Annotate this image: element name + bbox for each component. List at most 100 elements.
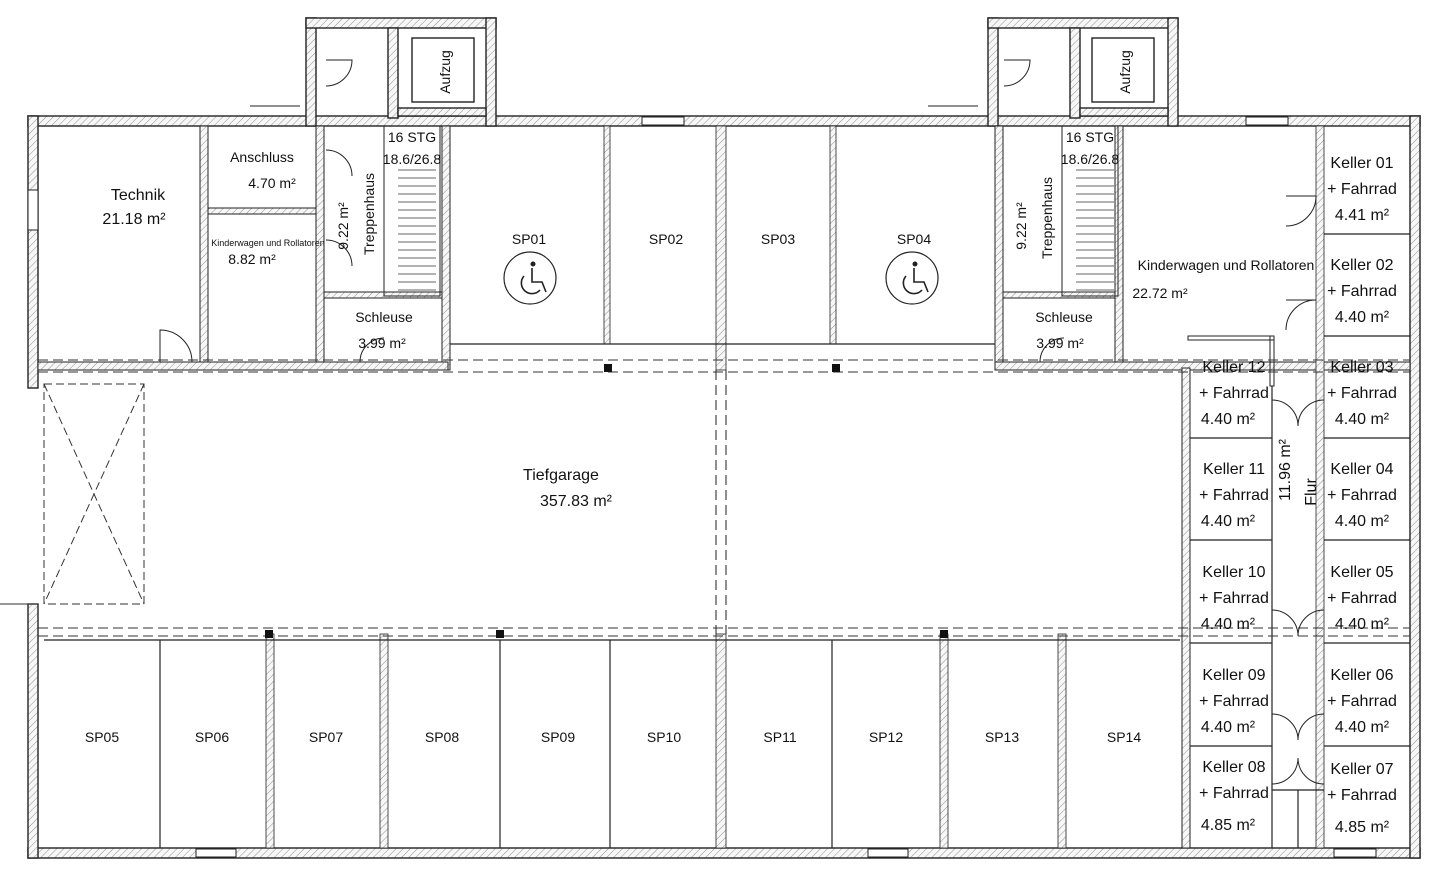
storage-area: 4.40 m²	[1335, 513, 1390, 530]
stair-count: 16 STG	[388, 129, 436, 145]
room-area: 357.83 m²	[540, 493, 613, 510]
room-name: Tiefgarage	[523, 467, 599, 484]
storage-name: Keller 10	[1202, 564, 1265, 581]
storage-name: Keller 06	[1330, 667, 1393, 684]
room-name: Schleuse	[1035, 309, 1093, 325]
room-area: 9.22 m²	[335, 202, 351, 250]
storage-suffix: + Fahrrad	[1327, 283, 1397, 300]
room-anschluss: Anschluss 4.70 m²	[230, 149, 296, 191]
storage-name: Keller 07	[1330, 761, 1393, 778]
parking-space-label: SP03	[761, 231, 795, 247]
storage-area: 4.85 m²	[1335, 819, 1390, 836]
wheelchair-icon	[503, 251, 557, 305]
parking-space-label: SP09	[541, 729, 575, 745]
room-area: 21.18 m²	[102, 211, 166, 228]
storage-suffix: + Fahrrad	[1327, 487, 1397, 504]
storage-name: Keller 12	[1202, 359, 1265, 376]
storage-suffix: + Fahrrad	[1199, 693, 1269, 710]
stair-dimensions: 18.6/26.8	[383, 151, 442, 167]
parking-space-label: SP02	[649, 231, 683, 247]
storage-suffix: + Fahrrad	[1327, 181, 1397, 198]
elevator-right: Aufzug	[1091, 37, 1155, 103]
room-technik: Technik 21.18 m²	[102, 187, 166, 228]
parking-space-label: SP08	[425, 729, 459, 745]
room-treppenhaus-left: Treppenhaus 9.22 m² 16 STG 18.6/26.8	[335, 129, 441, 255]
room-name: Treppenhaus	[1039, 177, 1055, 259]
storage-name: Keller 11	[1203, 461, 1265, 478]
storage-name: Keller 03	[1330, 359, 1393, 376]
storage-area: 4.40 m²	[1335, 719, 1390, 736]
room-area: 3.99 m²	[1036, 335, 1084, 351]
room-kinderwagen-large: Kinderwagen und Rollatoren 22.72 m²	[1132, 257, 1314, 301]
storage-name: Keller 09	[1202, 667, 1265, 684]
room-tiefgarage: Tiefgarage 357.83 m²	[523, 467, 613, 510]
room-flur: Flur 11.96 m²	[1277, 438, 1320, 505]
storage-labels: Keller 01 + Fahrrad 4.41 m² Keller 02 + Fahr…	[1199, 155, 1397, 836]
stairs-right	[1061, 125, 1119, 297]
storage-suffix: + Fahrrad	[1327, 385, 1397, 402]
room-schleuse-right: Schleuse 3.99 m²	[1035, 309, 1093, 351]
parking-space-label: SP07	[309, 729, 343, 745]
room-area: 4.70 m²	[248, 175, 296, 191]
parking-space-label: SP06	[195, 729, 229, 745]
storage-suffix: + Fahrrad	[1199, 785, 1269, 802]
storage-suffix: + Fahrrad	[1327, 787, 1397, 804]
storage-area: 4.40 m²	[1201, 616, 1256, 633]
storage-area: 4.41 m²	[1335, 207, 1390, 224]
storage-area: 4.40 m²	[1201, 411, 1256, 428]
storage-area: 4.85 m²	[1201, 817, 1256, 834]
elevator-label: Aufzug	[437, 50, 453, 94]
storage-area: 4.40 m²	[1335, 616, 1390, 633]
storage-area: 4.40 m²	[1201, 719, 1256, 736]
storage-name: Keller 08	[1202, 759, 1265, 776]
room-area: 22.72 m²	[1132, 285, 1188, 301]
room-area: 9.22 m²	[1013, 202, 1029, 250]
parking-space-label: SP11	[763, 729, 796, 745]
stair-count: 16 STG	[1066, 129, 1114, 145]
column-icon	[265, 364, 948, 638]
elevator-label: Aufzug	[1117, 50, 1133, 94]
ramp-cross-icon	[0, 383, 145, 605]
storage-area: 4.40 m²	[1335, 309, 1390, 326]
parking-space-label: SP12	[869, 729, 903, 745]
room-name: Technik	[111, 187, 166, 204]
storage-area: 4.40 m²	[1201, 513, 1256, 530]
stair-dimensions: 18.6/26.8	[1061, 151, 1120, 167]
room-schleuse-left: Schleuse 3.99 m²	[355, 309, 413, 351]
parking-space-label: SP10	[647, 729, 681, 745]
storage-name: Keller 04	[1330, 461, 1393, 478]
room-name: Kinderwagen und Rollatoren	[211, 238, 325, 248]
stairs-left	[383, 125, 441, 297]
storage-suffix: + Fahrrad	[1199, 385, 1269, 402]
door-swing-icon	[159, 59, 1325, 785]
room-area: 3.99 m²	[358, 335, 406, 351]
parking-space-label: SP13	[985, 729, 1019, 745]
room-name: Treppenhaus	[361, 173, 377, 255]
interior-walls	[37, 125, 1411, 849]
room-name: Flur	[1303, 478, 1320, 506]
storage-suffix: + Fahrrad	[1327, 590, 1397, 607]
storage-suffix: + Fahrrad	[1199, 487, 1269, 504]
outer-walls	[27, 17, 1421, 859]
window-icon	[27, 105, 1377, 858]
storage-name: Keller 01	[1330, 155, 1393, 172]
room-treppenhaus-right: Treppenhaus 9.22 m² 16 STG 18.6/26.8	[1013, 129, 1119, 259]
storage-name: Keller 02	[1330, 257, 1393, 274]
parking-space-label: SP14	[1107, 729, 1141, 745]
storage-name: Keller 05	[1330, 564, 1393, 581]
room-name: Schleuse	[355, 309, 413, 325]
storage-suffix: + Fahrrad	[1327, 693, 1397, 710]
parking-space-label: SP04	[897, 231, 931, 247]
parking-space-label: SP01	[512, 231, 546, 247]
room-name: Anschluss	[230, 149, 294, 165]
parking-space-label: SP05	[85, 729, 119, 745]
room-area: 11.96 m²	[1277, 438, 1294, 501]
room-name: Kinderwagen und Rollatoren	[1138, 257, 1315, 273]
storage-area: 4.40 m²	[1335, 411, 1390, 428]
room-kinderwagen-small: Kinderwagen und Rollatoren 8.82 m²	[211, 238, 325, 267]
wheelchair-icon	[885, 251, 939, 305]
storage-suffix: + Fahrrad	[1199, 590, 1269, 607]
partition-lines	[44, 233, 1410, 848]
